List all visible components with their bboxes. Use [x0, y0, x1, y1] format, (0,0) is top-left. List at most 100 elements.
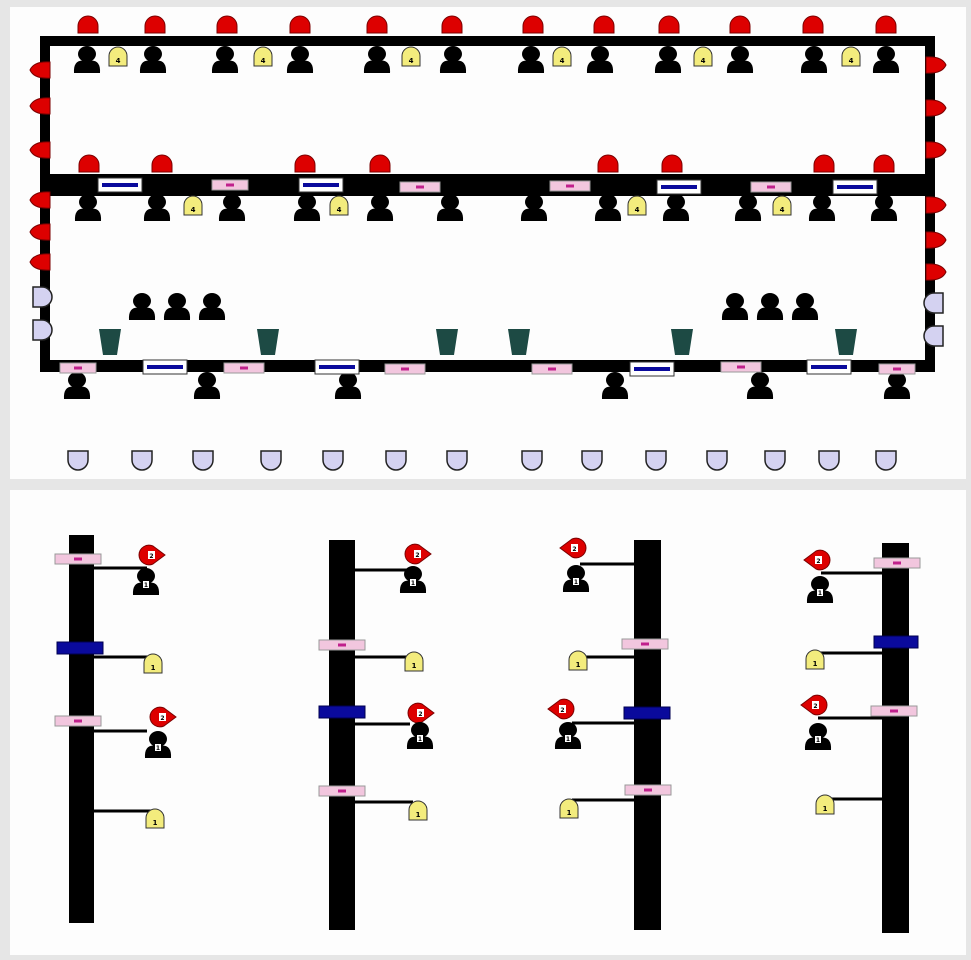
marker-label: 1 [567, 809, 572, 817]
cup-icon [671, 329, 693, 355]
petal-icon [29, 61, 51, 79]
lock-icon: 4 [841, 46, 861, 67]
teardrop-icon: 2 [149, 706, 177, 728]
bust-icon [286, 46, 314, 73]
marker-label: 1 [816, 737, 820, 744]
marker-label: 2 [149, 553, 153, 560]
bust-icon [73, 46, 101, 73]
shield-icon [385, 450, 407, 471]
shield-icon [32, 319, 53, 341]
plate-icon [750, 181, 792, 193]
dome-icon [78, 154, 100, 173]
shield-icon [67, 450, 89, 471]
petal-icon [925, 263, 947, 281]
marker-label: 4 [849, 57, 854, 65]
cup-icon [508, 329, 530, 355]
cup-icon [257, 329, 279, 355]
shield-icon [131, 450, 153, 471]
bust-icon [721, 293, 749, 320]
plate-icon [629, 361, 675, 377]
bust-icon [139, 46, 167, 73]
dome-icon [597, 154, 619, 173]
bust-icon [436, 194, 464, 221]
bust-icon [883, 372, 911, 399]
plate-icon [624, 784, 672, 796]
marker-label: 4 [701, 57, 706, 65]
bust-icon [746, 372, 774, 399]
petal-icon [29, 191, 51, 209]
shield-icon [645, 450, 667, 471]
teardrop-icon: 2 [803, 549, 831, 571]
plate-icon [384, 363, 426, 375]
dome-icon [729, 15, 751, 34]
bust-icon [218, 194, 246, 221]
teardrop-icon: 2 [559, 537, 587, 559]
dome-icon [289, 15, 311, 34]
track-middle [40, 174, 935, 196]
dome-icon [216, 15, 238, 34]
marker-label: 4 [116, 57, 121, 65]
bust-icon [800, 46, 828, 73]
plate-icon [832, 179, 878, 195]
bust-icon: 1 [132, 568, 160, 595]
teardrop-icon: 2 [138, 544, 166, 566]
plate-icon [873, 635, 919, 649]
bust-icon [439, 46, 467, 73]
plate-icon [656, 179, 702, 195]
marker-label: 1 [566, 736, 570, 743]
tracks [40, 36, 935, 933]
bust-icon [586, 46, 614, 73]
bust-icon [520, 194, 548, 221]
marker-label: 2 [160, 715, 164, 722]
teardrop-icon: 2 [404, 543, 432, 565]
marker-label: 1 [412, 662, 417, 670]
bust-icon [293, 194, 321, 221]
bust-icon [128, 293, 156, 320]
lock-icon: 4 [183, 195, 203, 216]
bust-icon [366, 194, 394, 221]
marker-label: 4 [560, 57, 565, 65]
petal-icon [925, 196, 947, 214]
bust-icon [363, 46, 391, 73]
shield-icon [32, 286, 53, 308]
bust-icon [334, 372, 362, 399]
shield-icon [923, 325, 944, 347]
pole-4 [882, 543, 909, 933]
plate-icon [623, 706, 671, 720]
dome-icon [144, 15, 166, 34]
marker-label: 1 [576, 661, 581, 669]
bust-icon: 1 [554, 722, 582, 749]
shield-icon [764, 450, 786, 471]
dome-icon [658, 15, 680, 34]
plate-icon [318, 785, 366, 797]
bust-icon [517, 46, 545, 73]
cup-icon [436, 329, 458, 355]
dome-icon [77, 15, 99, 34]
marker-label: 1 [418, 736, 422, 743]
bust-icon: 1 [804, 723, 832, 750]
marker-label: 1 [151, 664, 156, 672]
plate-icon [549, 180, 591, 192]
lock-icon: 1 [143, 653, 163, 674]
dome-icon [593, 15, 615, 34]
plate-icon [399, 181, 441, 193]
cup-icon [99, 329, 121, 355]
marker-label: 1 [153, 819, 158, 827]
lock-icon: 1 [815, 794, 835, 815]
teardrop-icon: 2 [800, 694, 828, 716]
lock-icon: 4 [772, 195, 792, 216]
shield-icon [581, 450, 603, 471]
lock-icon: 4 [693, 46, 713, 67]
bust-icon [74, 194, 102, 221]
bust-icon [163, 293, 191, 320]
bust-icon: 1 [406, 722, 434, 749]
dome-icon [441, 15, 463, 34]
lock-icon: 1 [404, 651, 424, 672]
petal-icon [925, 231, 947, 249]
petal-icon [925, 141, 947, 159]
shield-icon [818, 450, 840, 471]
bust-icon [808, 194, 836, 221]
lock-icon: 4 [253, 46, 273, 67]
